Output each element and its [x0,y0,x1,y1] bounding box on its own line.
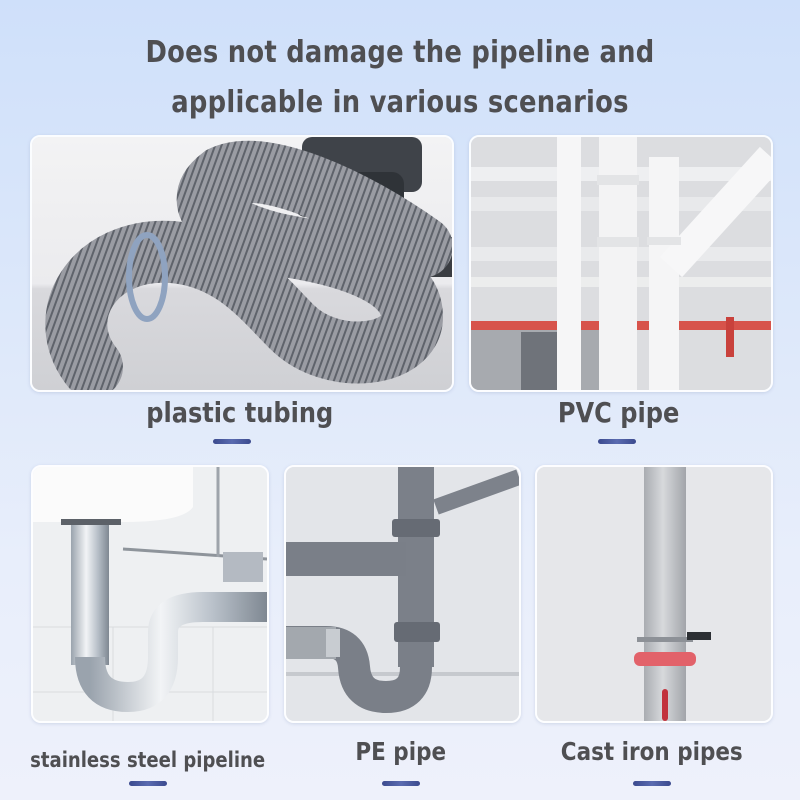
plastic-tubing-image [30,135,454,392]
pe-pipe-image [284,465,521,723]
pvc-pipe-image [469,135,773,392]
pvc-pipes-illustration [471,137,771,390]
chrome-trap-illustration [33,467,267,721]
headline-line-1: Does not damage the pipeline and [145,35,655,70]
plastic-tubing-label: plastic tubing [146,396,334,429]
stainless-steel-underline [129,781,167,786]
stainless-steel-image [31,465,269,723]
cast-iron-underline [633,781,671,786]
stainless-steel-label: stainless steel pipeline [30,748,266,772]
headline-line-2: applicable in various scenarios [171,85,629,120]
cast-iron-pipe-illustration [537,467,771,721]
pe-drain-illustration [286,467,519,721]
cast-iron-image [535,465,773,723]
cast-iron-label: Cast iron pipes [561,737,743,766]
pvc-pipe-underline [598,439,636,444]
pvc-pipe-label: PVC pipe [558,396,680,429]
pe-pipe-label: PE pipe [355,737,446,766]
plastic-tubing-underline [213,439,251,444]
headline: Does not damage the pipeline and applica… [56,28,744,128]
pe-pipe-underline [382,781,420,786]
corrugated-hose-illustration [32,137,452,390]
